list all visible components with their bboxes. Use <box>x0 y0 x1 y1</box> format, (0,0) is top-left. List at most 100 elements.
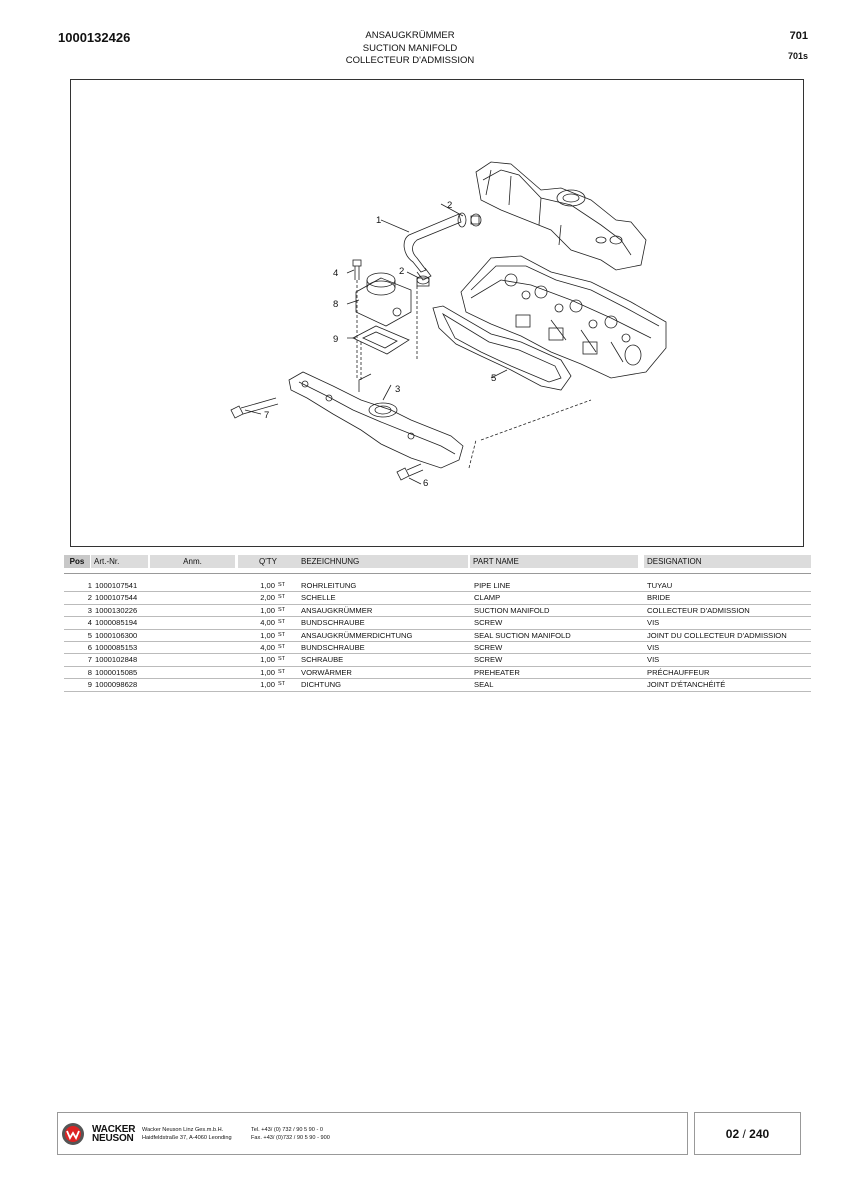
cell-fr: COLLECTEUR D'ADMISSION <box>647 605 750 615</box>
cell-de: ANSAUGKRÜMMERDICHTUNG <box>301 630 413 640</box>
bolt-7-drawing <box>230 397 279 419</box>
page-total: 240 <box>749 1127 770 1141</box>
cell-de: DICHTUNG <box>301 680 342 690</box>
cell-de: ANSAUGKRÜMMER <box>301 605 373 615</box>
cell-unit: ST <box>278 619 286 626</box>
cell-qty: 1,00 <box>260 581 275 590</box>
gasket-drawing <box>432 305 572 391</box>
cell-fr: JOINT DU COLLECTEUR D'ADMISSION <box>647 630 787 640</box>
brand-line-2: NEUSON <box>92 1133 134 1144</box>
cell-art: 1000085153 <box>95 642 138 652</box>
cell-art: 1000130226 <box>95 605 138 615</box>
cell-qty: 1,00 <box>260 605 275 615</box>
valve-cover-drawing <box>475 161 647 271</box>
header-designation: DESIGNATION <box>644 555 811 568</box>
page-subcode: 701s <box>787 51 808 61</box>
cell-de: VORWÄRMER <box>301 667 352 677</box>
title-english: SUCTION MANIFOLD <box>362 42 458 54</box>
document-number: 1000132426 <box>58 30 131 45</box>
exploded-diagram: 1 2 2 3 4 5 6 7 8 9 <box>70 79 804 547</box>
cell-unit: ST <box>278 582 286 588</box>
page-current: 02 <box>725 1127 740 1141</box>
cell-de: BUNDSCHRAUBE <box>301 642 365 652</box>
cell-de: SCHRAUBE <box>301 655 344 665</box>
wacker-logo-icon <box>62 1123 84 1145</box>
telephone: Tel. +43/ (0) 732 / 90 5 90 - 0 <box>251 1127 323 1133</box>
preheater-drawing <box>355 272 412 327</box>
callout-9: 9 <box>333 334 338 345</box>
cell-unit: ST <box>278 656 286 663</box>
cell-art: 1000107544 <box>95 593 138 603</box>
cell-pos: 1 <box>87 581 92 590</box>
bolt-4-drawing <box>352 259 362 280</box>
cell-en: SEAL SUCTION MANIFOLD <box>474 630 571 640</box>
cell-art: 1000085194 <box>95 618 138 628</box>
cell-fr: JOINT D'ÉTANCHÉITÉ <box>647 680 726 690</box>
cell-en: SCREW <box>474 618 503 628</box>
callout-2a: 2 <box>447 200 452 211</box>
title-french: COLLECTEUR D'ADMISSION <box>345 55 475 66</box>
cell-unit: ST <box>278 643 286 650</box>
callout-7: 7 <box>264 410 269 421</box>
page-number: 02 / 240 <box>694 1112 801 1155</box>
clamp-drawing <box>416 213 482 287</box>
header-pos: Pos <box>64 555 90 568</box>
callout-3: 3 <box>395 384 400 395</box>
company-address: Haidfeldstraße 37, A-4060 Leonding <box>142 1135 232 1141</box>
cell-en: SUCTION MANIFOLD <box>474 605 550 615</box>
cell-en: SCREW <box>474 655 503 665</box>
callout-2b: 2 <box>399 266 404 277</box>
header-art-nr: Art.-Nr. <box>91 555 148 568</box>
table-header: Pos Art.-Nr. Anm. Q'TY BEZEICHNUNG PART … <box>64 555 811 568</box>
parts-table: Pos Art.-Nr. Anm. Q'TY BEZEICHNUNG PART … <box>64 555 811 692</box>
cell-unit: ST <box>278 606 286 613</box>
cell-qty: 4,00 <box>260 618 275 628</box>
title-german: ANSAUGKRÜMMER <box>365 30 455 41</box>
callout-4: 4 <box>333 268 338 279</box>
callout-1: 1 <box>376 215 381 226</box>
brand-line-1: WACKER <box>92 1124 136 1135</box>
footer: WACKER NEUSON Wacker Neuson Linz Ges.m.b… <box>57 1112 688 1155</box>
cell-fr: BRIDE <box>647 593 671 603</box>
cell-unit: ST <box>278 681 286 688</box>
cell-en: PIPE LINE <box>474 581 511 590</box>
cell-pos: 7 <box>87 655 92 665</box>
cell-art: 1000098628 <box>95 680 138 690</box>
cell-fr: VIS <box>647 655 660 665</box>
callout-8: 8 <box>333 299 338 310</box>
pipe-drawing <box>403 212 467 281</box>
cell-art: 1000107541 <box>95 581 138 590</box>
cell-pos: 2 <box>87 593 92 603</box>
cell-en: PREHEATER <box>474 667 520 677</box>
cell-fr: TUYAU <box>647 581 673 590</box>
cell-fr: VIS <box>647 618 660 628</box>
cell-pos: 4 <box>87 618 92 628</box>
preheater-gasket-drawing <box>352 325 410 355</box>
page-code: 701 <box>789 30 808 42</box>
cell-de: SCHELLE <box>301 593 336 603</box>
header-part-name: PART NAME <box>470 555 638 568</box>
cell-unit: ST <box>278 668 286 675</box>
fax: Fax. +43/ (0)732 / 90 5 90 - 900 <box>251 1135 330 1141</box>
cell-fr: PRÉCHAUFFEUR <box>647 667 710 677</box>
cell-qty: 1,00 <box>260 680 275 690</box>
cell-de: BUNDSCHRAUBE <box>301 618 365 628</box>
cell-pos: 8 <box>87 667 92 677</box>
brand-name: WACKER NEUSON <box>92 1124 136 1144</box>
cell-qty: 1,00 <box>260 630 275 640</box>
cell-unit: ST <box>278 631 286 638</box>
cell-fr: VIS <box>647 642 660 652</box>
cell-pos: 5 <box>87 630 92 640</box>
company-name: Wacker Neuson Linz Ges.m.b.H. <box>142 1127 224 1133</box>
cell-en: SCREW <box>474 642 503 652</box>
page-separator: / <box>742 1127 746 1141</box>
